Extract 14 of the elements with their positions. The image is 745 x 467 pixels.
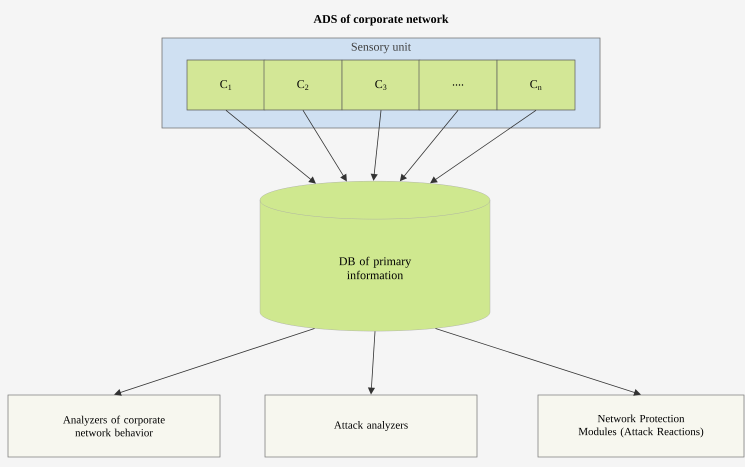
database-cylinder: DB of primary information — [260, 180, 490, 332]
sensor-box: C$_{1}$ — [186, 60, 266, 110]
sensor-box: C$_{2}$ — [264, 60, 342, 110]
sensor-box: .... — [418, 60, 498, 110]
arrow — [302, 110, 347, 182]
arrow — [435, 328, 641, 396]
title: ADS of corporate network — [314, 14, 449, 26]
sensor-box: C$_{n}$ — [496, 60, 576, 110]
sensor-box: C$_{3}$ — [342, 60, 420, 110]
arrow — [430, 110, 536, 184]
module-box: Analyzers of corporate network behavior — [8, 394, 220, 458]
module-box: Attack analyzers — [264, 394, 478, 458]
arrow — [114, 328, 315, 396]
module-box: Network Protection Modules (Attack Reactions) — [538, 394, 744, 458]
